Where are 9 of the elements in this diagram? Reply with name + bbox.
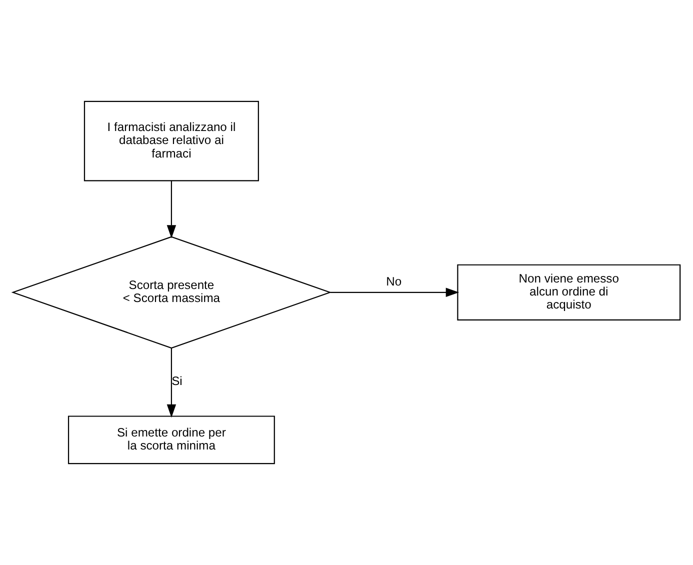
arrow (166, 348, 176, 418)
arrow (330, 288, 460, 298)
node-box: I farmacisti analizzano il database relativo ai farmaci (84, 100, 259, 182)
node-box: Non viene emesso alcun ordine di acquisto (457, 264, 681, 320)
node-diamond: Scorta presente < Scorta massima (11, 236, 332, 349)
edge-label: Si (172, 374, 182, 388)
node-box: Si emette ordine per la scorta minima (68, 416, 275, 464)
edge-label: No (386, 274, 402, 289)
arrow (166, 180, 176, 238)
